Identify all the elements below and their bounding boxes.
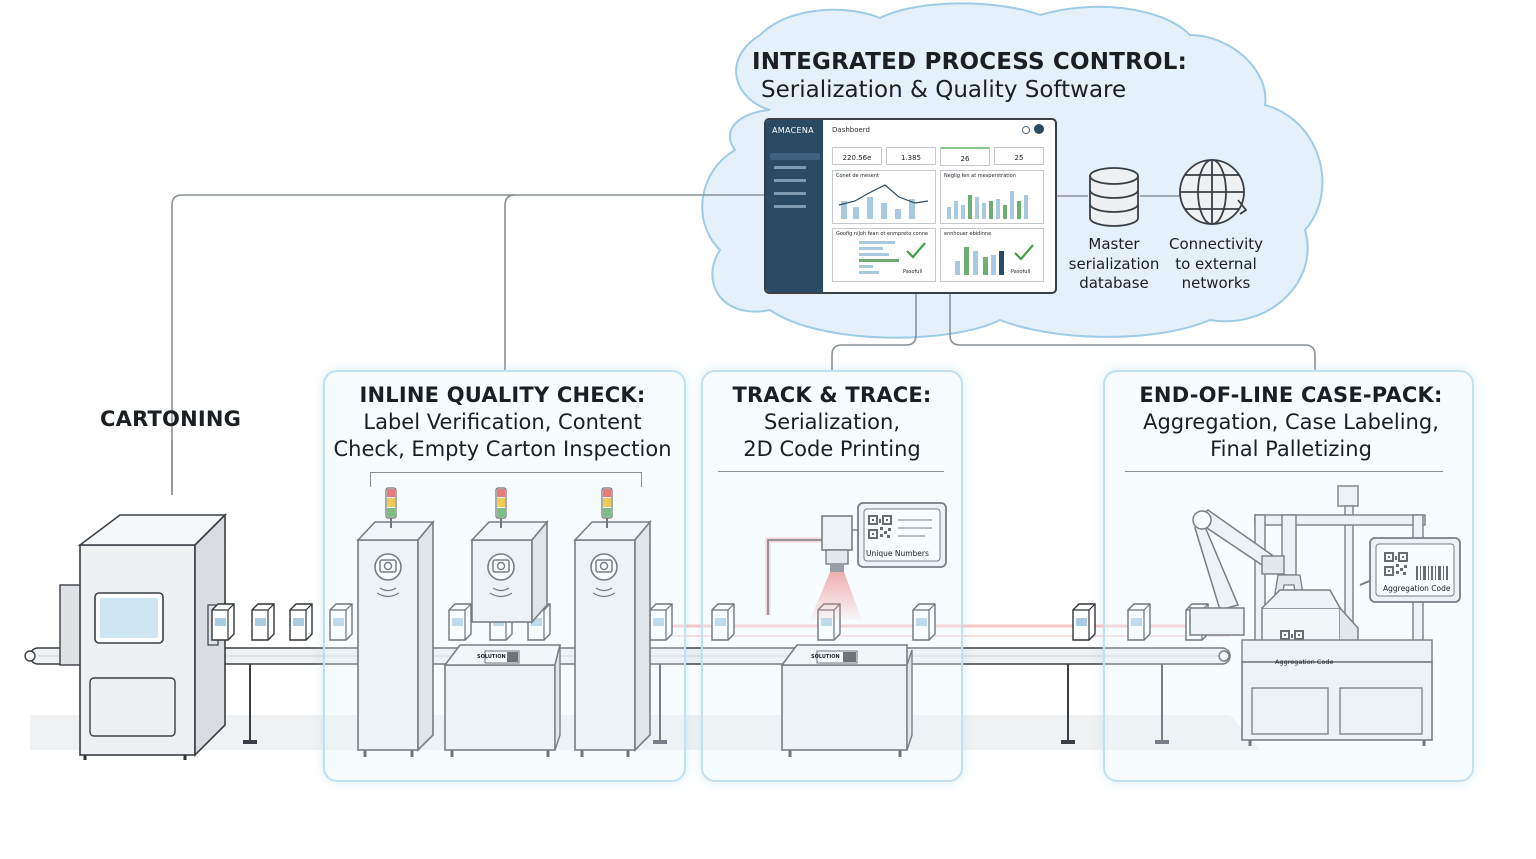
track-trace-section (701, 370, 963, 782)
chart-panel: ennhouer ebidinne Pasofull (940, 228, 1044, 282)
inline-quality-line-2: Check, Empty Carton Inspection (333, 437, 672, 461)
track-trace-line-2: 2D Code Printing (743, 437, 921, 461)
user-icon[interactable] (1034, 124, 1044, 134)
chart-panel: Conet de mesent (832, 170, 936, 224)
chart-panel: Goofig nijoh fean ot enmpreto conne Paso… (832, 228, 936, 282)
end-of-line-divider (1125, 471, 1443, 472)
machine-logos (484, 650, 858, 664)
database-icon (1089, 167, 1139, 227)
serialization-camera (765, 502, 947, 620)
cartoning-machine (59, 513, 227, 760)
track-trace-title: TRACK & TRACE: (732, 383, 932, 407)
kpi-tile: 25 (994, 147, 1044, 165)
dashboard-brand: AMACENA (772, 126, 814, 135)
aggregation-code-screen-label: Aggregation Code (1383, 584, 1451, 593)
sidebar-item[interactable] (774, 179, 806, 182)
machine-logo-1: SOLUTION (477, 654, 506, 660)
cartoning-title: CARTONING (100, 407, 242, 431)
settings-icon[interactable] (1022, 126, 1030, 134)
end-of-line-section (1103, 370, 1474, 782)
track-trace-divider (718, 471, 944, 472)
globe-icon (1179, 159, 1248, 225)
end-of-line-line-1: Aggregation, Case Labeling, (1143, 410, 1439, 434)
inline-quality-title: INLINE QUALITY CHECK: (359, 383, 646, 407)
inspection-towers (356, 487, 652, 757)
inline-quality-line-1: Label Verification, Content (363, 410, 642, 434)
aggregation-code-case-label: Aggregation Code (1275, 658, 1334, 666)
track-trace-line-1: Serialization, (763, 410, 901, 434)
kpi-tile: 1.385 (886, 147, 936, 165)
sidebar-item[interactable] (774, 166, 806, 169)
chart-panel: Neglig fen at mesperstration (940, 170, 1044, 224)
kpi-tile: 26 (940, 147, 990, 166)
database-label: Master serialization database (1068, 235, 1160, 292)
end-of-line-line-2: Final Palletizing (1210, 437, 1372, 461)
inline-quality-section (323, 370, 686, 782)
inline-quality-divider (370, 472, 642, 487)
dashboard-title: Dashboerd (832, 126, 870, 134)
case-packer (1189, 485, 1461, 746)
cloud-title: INTEGRATED PROCESS CONTROL: (752, 49, 1188, 75)
end-of-line-title: END-OF-LINE CASE-PACK: (1139, 383, 1443, 407)
base-cabinets (443, 644, 913, 757)
sidebar-item[interactable] (774, 192, 806, 195)
network-label: Connectivity to external networks (1169, 235, 1263, 292)
hbar-chart (859, 241, 926, 274)
kpi-tile: 220.56e (832, 147, 882, 165)
machine-logo-2: SOLUTION (811, 654, 840, 660)
line-bar-chart (838, 184, 929, 219)
sidebar-item-active[interactable] (770, 153, 820, 160)
dashboard-window[interactable]: AMACENA Dashboerd 220.56e 1.385 26 25 Co… (764, 118, 1057, 294)
connection-lines (171, 194, 1316, 495)
cloud-subtitle: Serialization & Quality Software (761, 77, 1127, 103)
unique-numbers-label: Unique Numbers (866, 549, 929, 558)
pass-label: Pasofull (1011, 269, 1031, 275)
bar-chart (947, 191, 1028, 219)
dashboard-sidebar: AMACENA (766, 120, 823, 292)
sidebar-item[interactable] (774, 205, 806, 208)
pass-label: Pasofull (903, 269, 923, 275)
bar-chart (955, 244, 1034, 275)
